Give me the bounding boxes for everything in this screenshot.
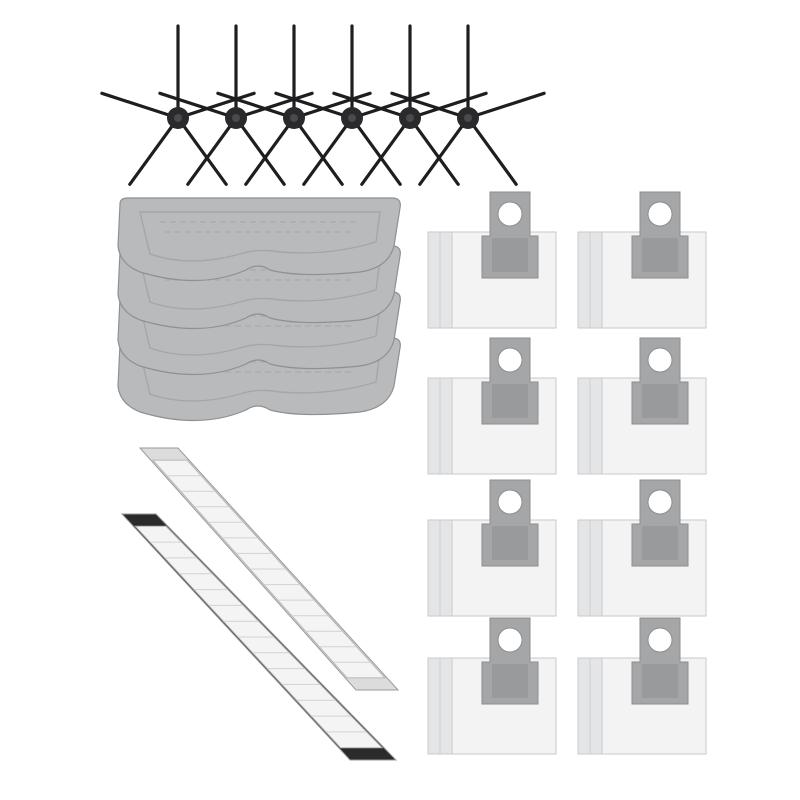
dust-bag-icon bbox=[427, 479, 557, 617]
side-brush-icon bbox=[274, 24, 430, 186]
hepa-filter-group bbox=[120, 447, 400, 761]
mop-pad-icon bbox=[117, 197, 401, 282]
mop-pad-group bbox=[117, 197, 401, 422]
dust-bag-icon bbox=[577, 191, 707, 329]
dust-bag-icon bbox=[577, 617, 707, 755]
hepa-filter-icon bbox=[138, 447, 400, 691]
dust-bag-icon bbox=[577, 479, 707, 617]
side-brush-icon bbox=[390, 24, 546, 186]
dust-bag-icon bbox=[427, 337, 557, 475]
dust-bag-icon bbox=[427, 191, 557, 329]
side-brush-icon bbox=[158, 24, 314, 186]
hepa-filter-icon bbox=[120, 513, 398, 761]
side-brush-icon bbox=[216, 24, 372, 186]
side-brush-icon bbox=[332, 24, 488, 186]
dust-bag-group bbox=[427, 191, 707, 755]
dust-bag-icon bbox=[577, 337, 707, 475]
dust-bag-icon bbox=[427, 617, 557, 755]
side-brush-group bbox=[100, 24, 546, 186]
side-brush-icon bbox=[100, 24, 256, 186]
